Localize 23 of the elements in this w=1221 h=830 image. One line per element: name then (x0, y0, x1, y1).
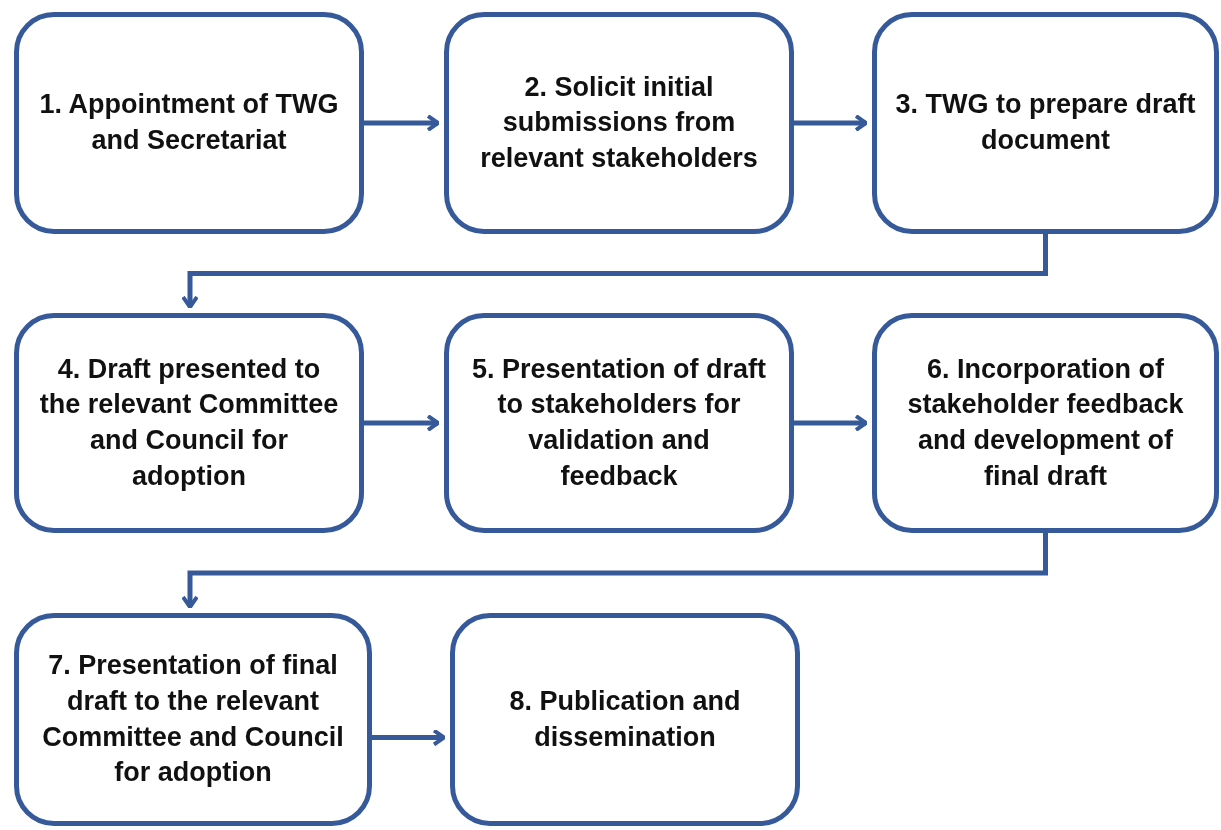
step-text: 5. Presentation of draft to stakeholders for validation and feedback (470, 352, 767, 493)
arrow (181, 533, 1048, 609)
process-box (872, 313, 1219, 533)
process-box (14, 12, 364, 234)
process-box (872, 12, 1219, 234)
arrow (364, 114, 440, 132)
process-box (14, 313, 364, 533)
step-text: 8. Publication and dissemination (508, 684, 742, 754)
step-text: 4. Draft presented to the relevant Committee and Council for adoption (38, 352, 340, 493)
step-text: 7. Presentation of final draft to the relevant Committee and Council for adoption (41, 649, 345, 790)
arrow (794, 414, 868, 432)
step-text: 1. Appointment of TWG and Secretariat (38, 88, 340, 157)
step-text: 2. Solicit initial submissions from relevant stakeholders (479, 70, 759, 175)
process-box (14, 613, 372, 826)
step-text: 3. TWG to prepare draft document (895, 88, 1196, 157)
arrow (794, 114, 868, 132)
process-box (444, 313, 794, 533)
step-text: 6. Incorporation of stakeholder feedback and development of final draft (906, 352, 1185, 493)
arrow (181, 234, 1048, 309)
arrow (364, 414, 440, 432)
process-box (444, 12, 794, 234)
arrow (372, 728, 446, 747)
process-box (450, 613, 800, 826)
